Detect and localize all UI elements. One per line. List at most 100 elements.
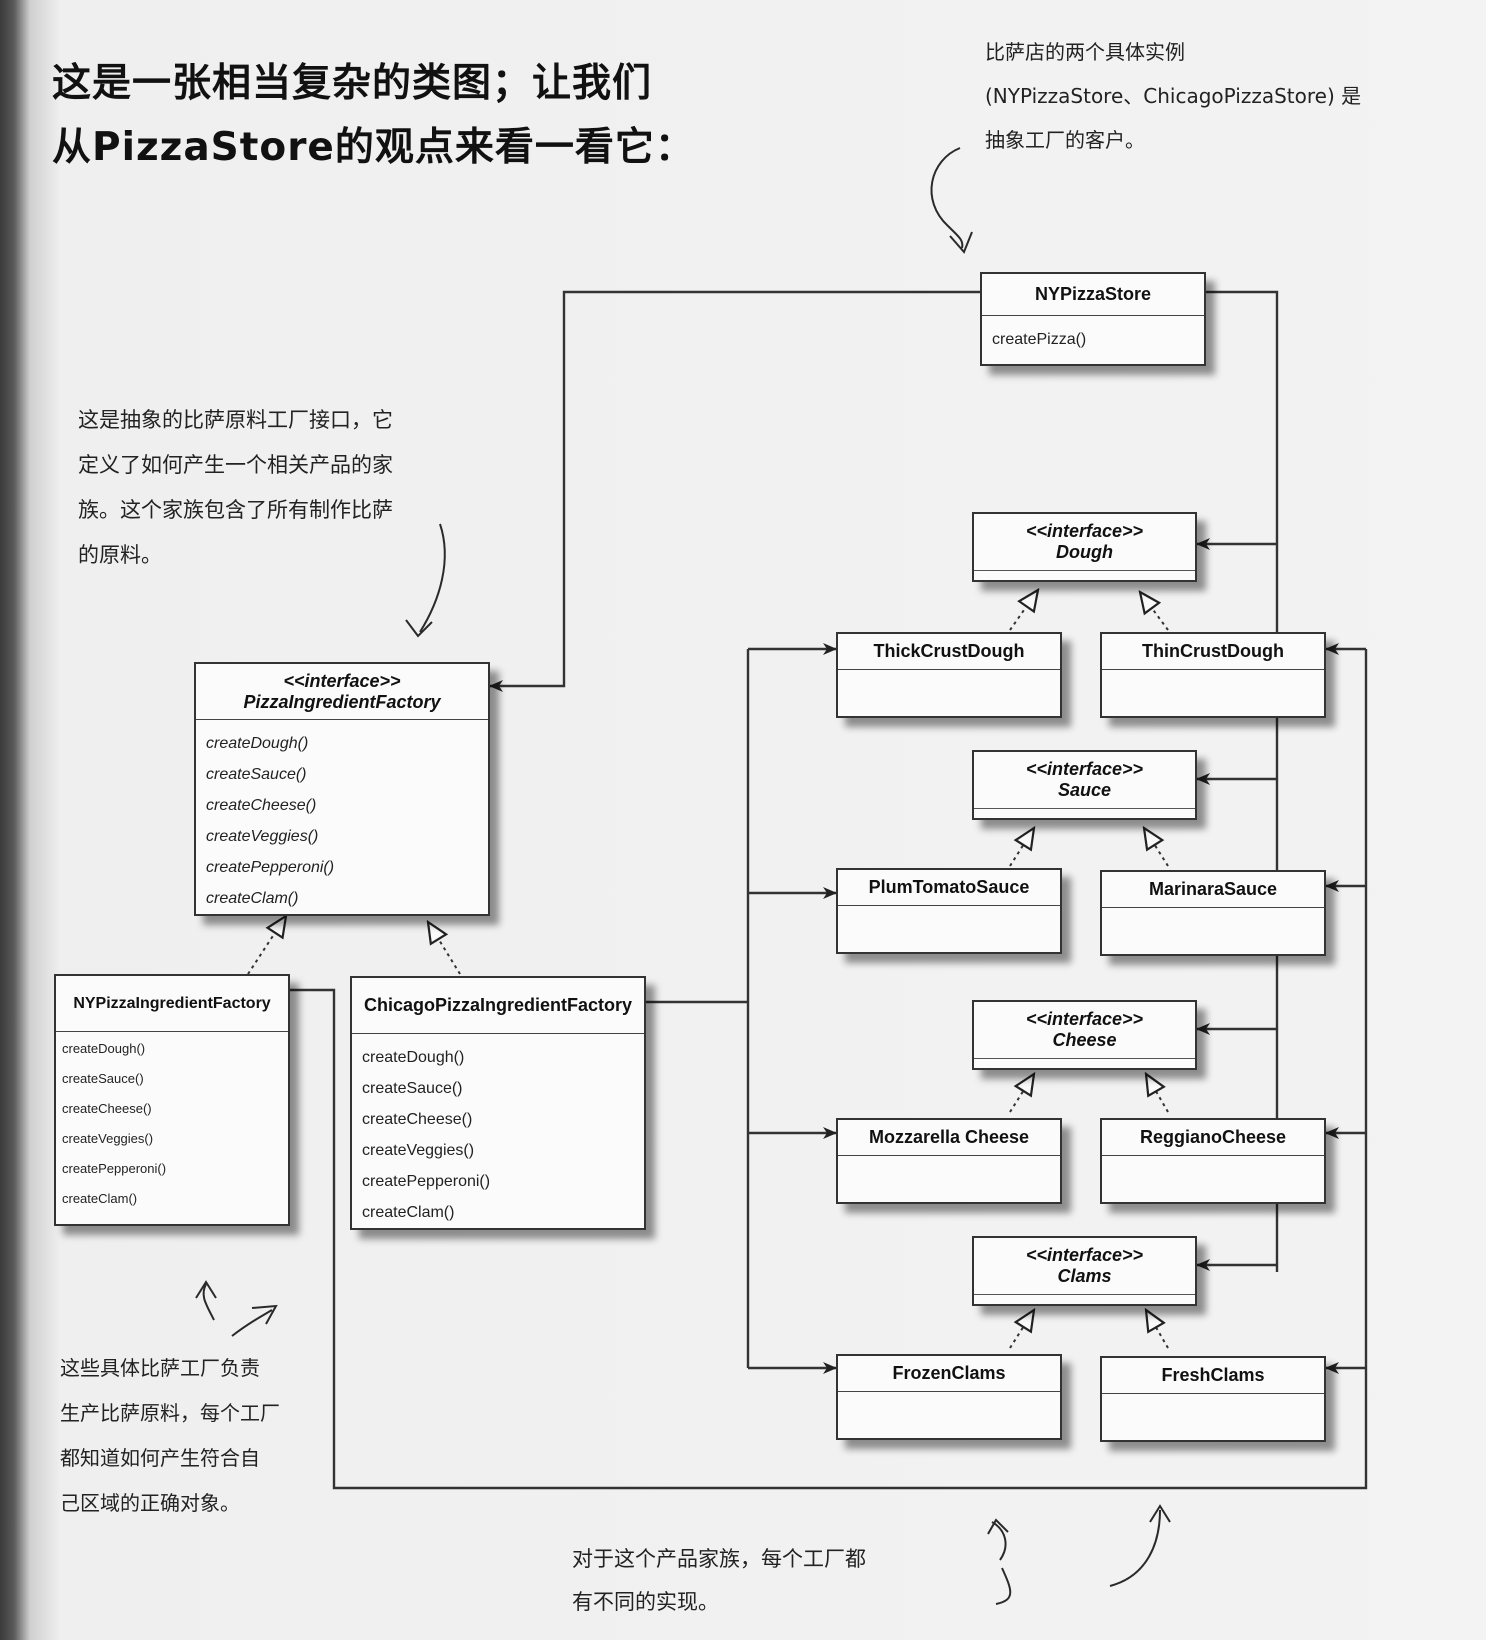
class-name: NYPizzaIngredientFactory — [73, 994, 271, 1012]
method: createClam() — [206, 890, 299, 907]
class-name: PizzaIngredientFactory — [243, 691, 441, 712]
class-frozen-clams: FrozenClams — [836, 1354, 1062, 1440]
annotation-line: 对于这个产品家族，每个工厂都 — [572, 1547, 866, 1571]
class-marinara-sauce: MarinaraSauce — [1100, 870, 1326, 956]
class-name: NYPizzaStore — [1034, 284, 1152, 304]
class-ny-pizza-store: NYPizzaStore createPizza() — [980, 272, 1206, 366]
annotation-line: 都知道如何产生符合自 — [60, 1446, 260, 1470]
class-header: <<interface>> Cheese — [974, 1002, 1195, 1058]
association-store-to-factory — [489, 290, 980, 692]
class-name: Cheese — [1052, 1030, 1117, 1050]
class-header: <<interface>> Dough — [974, 514, 1195, 570]
method: createDough() — [362, 1049, 465, 1066]
hand-drawn-arrow — [419, 523, 446, 633]
hand-drawn-arrow — [930, 147, 964, 249]
method: createVeggies() — [62, 1131, 154, 1146]
class-header: FreshClams — [1102, 1358, 1324, 1394]
method: createVeggies() — [206, 828, 319, 845]
method: createClam() — [362, 1204, 455, 1221]
hand-drawn-arrowhead — [251, 1304, 278, 1325]
class-name: Mozzarella Cheese — [868, 1127, 1030, 1147]
title-line-2: 从PizzaStore的观点来看一看它： — [52, 125, 695, 170]
method: createDough() — [206, 735, 309, 752]
class-header: ChicagoPizzaIngredientFactory — [352, 978, 644, 1034]
class-methods: createDough() createSauce() createCheese… — [56, 1032, 288, 1216]
realization-ny-factory — [247, 916, 286, 975]
class-header: PlumTomatoSauce — [838, 870, 1060, 906]
stereotype-label: <<interface>> — [1025, 1245, 1144, 1265]
method: createPepperoni() — [362, 1173, 491, 1190]
class-name: FreshClams — [1161, 1365, 1265, 1385]
annotation-line: 抽象工厂的客户。 — [985, 128, 1145, 152]
class-header: <<interface>> PizzaIngredientFactory — [196, 664, 488, 720]
hand-drawn-arrowhead — [1149, 1504, 1171, 1523]
annotation-line: 的原料。 — [78, 543, 162, 567]
class-name: ChicagoPizzaIngredientFactory — [363, 995, 633, 1015]
method: createCheese() — [62, 1101, 152, 1116]
annotation-line: 生产比萨原料，每个工厂 — [60, 1401, 280, 1425]
class-dough-interface: <<interface>> Dough — [972, 512, 1197, 582]
class-header: ReggianoCheese — [1102, 1120, 1324, 1156]
method: createVeggies() — [362, 1142, 475, 1159]
annotation-line: 比萨店的两个具体实例 — [985, 40, 1185, 64]
class-methods: createDough() createSauce() createCheese… — [196, 720, 488, 922]
realization-reggiano — [1146, 1074, 1169, 1113]
class-header: ThinCrustDough — [1102, 634, 1324, 670]
method: createPizza() — [992, 331, 1087, 348]
realization-thickcrust — [1009, 590, 1038, 631]
hand-drawn-arrow — [1109, 1509, 1161, 1587]
hand-drawn-arrowhead — [949, 231, 973, 254]
annotation-line: 有不同的实现。 — [572, 1590, 719, 1614]
method: createClam() — [62, 1191, 138, 1206]
method: createSauce() — [62, 1071, 144, 1086]
class-plum-tomato-sauce: PlumTomatoSauce — [836, 868, 1062, 954]
realization-mozzarella — [1009, 1074, 1034, 1113]
class-header: MarinaraSauce — [1102, 872, 1324, 908]
class-pizza-ingredient-factory: <<interface>> PizzaIngredientFactory cre… — [194, 662, 490, 916]
realization-thincrust — [1140, 592, 1169, 631]
class-name: ReggianoCheese — [1139, 1127, 1287, 1147]
hand-drawn-arrow — [231, 1309, 273, 1337]
association-ny-trunk — [290, 649, 1368, 1490]
class-name: ThinCrustDough — [1142, 641, 1284, 661]
class-ny-ingredient-factory: NYPizzaIngredientFactory createDough() c… — [54, 974, 290, 1226]
method: createCheese() — [362, 1111, 473, 1128]
class-name: Clams — [1057, 1266, 1112, 1286]
class-header: NYPizzaIngredientFactory — [56, 976, 288, 1032]
class-clams-interface: <<interface>> Clams — [972, 1236, 1197, 1306]
realization-freshclams — [1146, 1310, 1169, 1349]
annotation-line: 这是抽象的比萨原料工厂接口，它 — [78, 408, 393, 432]
class-name: Sauce — [1057, 780, 1112, 800]
hand-drawn-arrow — [995, 1567, 1012, 1605]
hand-drawn-arrow — [991, 1521, 1007, 1561]
class-thick-crust-dough: ThickCrustDough — [836, 632, 1062, 718]
annotation-line: 这些具体比萨工厂负责 — [60, 1356, 260, 1380]
class-name: FrozenClams — [892, 1363, 1006, 1383]
stereotype-label: <<interface>> — [283, 670, 401, 691]
class-name: PlumTomatoSauce — [868, 877, 1030, 897]
method: createSauce() — [362, 1080, 463, 1097]
class-separator — [974, 1294, 1195, 1295]
annotation-line: 定义了如何产生一个相关产品的家 — [78, 453, 393, 477]
hand-drawn-arrowhead — [405, 619, 433, 638]
hand-drawn-arrow — [202, 1283, 215, 1321]
annotation-line: (NYPizzaStore、ChicagoPizzaStore) 是 — [985, 84, 1362, 108]
class-sauce-interface: <<interface>> Sauce — [972, 750, 1197, 820]
annotation-concrete-factories: 这些具体比萨工厂负责 生产比萨原料，每个工厂 都知道如何产生符合自 己区域的正确… — [60, 1346, 320, 1526]
annotation-store-clients: 比萨店的两个具体实例 (NYPizzaStore、ChicagoPizzaSto… — [985, 30, 1415, 162]
class-fresh-clams: FreshClams — [1100, 1356, 1326, 1442]
class-name: MarinaraSauce — [1148, 879, 1278, 899]
class-header: Mozzarella Cheese — [838, 1120, 1060, 1156]
realization-marinara — [1144, 828, 1169, 867]
annotation-abstract-factory: 这是抽象的比萨原料工厂接口，它 定义了如何产生一个相关产品的家 族。这个家族包含… — [78, 398, 478, 578]
class-chicago-ingredient-factory: ChicagoPizzaIngredientFactory createDoug… — [350, 976, 646, 1230]
method: createSauce() — [206, 766, 307, 783]
hand-drawn-arrowhead — [195, 1280, 217, 1299]
method: createCheese() — [206, 797, 317, 814]
class-header: <<interface>> Sauce — [974, 752, 1195, 808]
hand-drawn-arrowhead — [987, 1518, 1009, 1535]
method: createPepperoni() — [62, 1161, 167, 1176]
stereotype-label: <<interface>> — [1025, 521, 1144, 541]
class-methods: createDough() createSauce() createCheese… — [352, 1034, 644, 1236]
annotation-line: 己区域的正确对象。 — [60, 1491, 240, 1515]
